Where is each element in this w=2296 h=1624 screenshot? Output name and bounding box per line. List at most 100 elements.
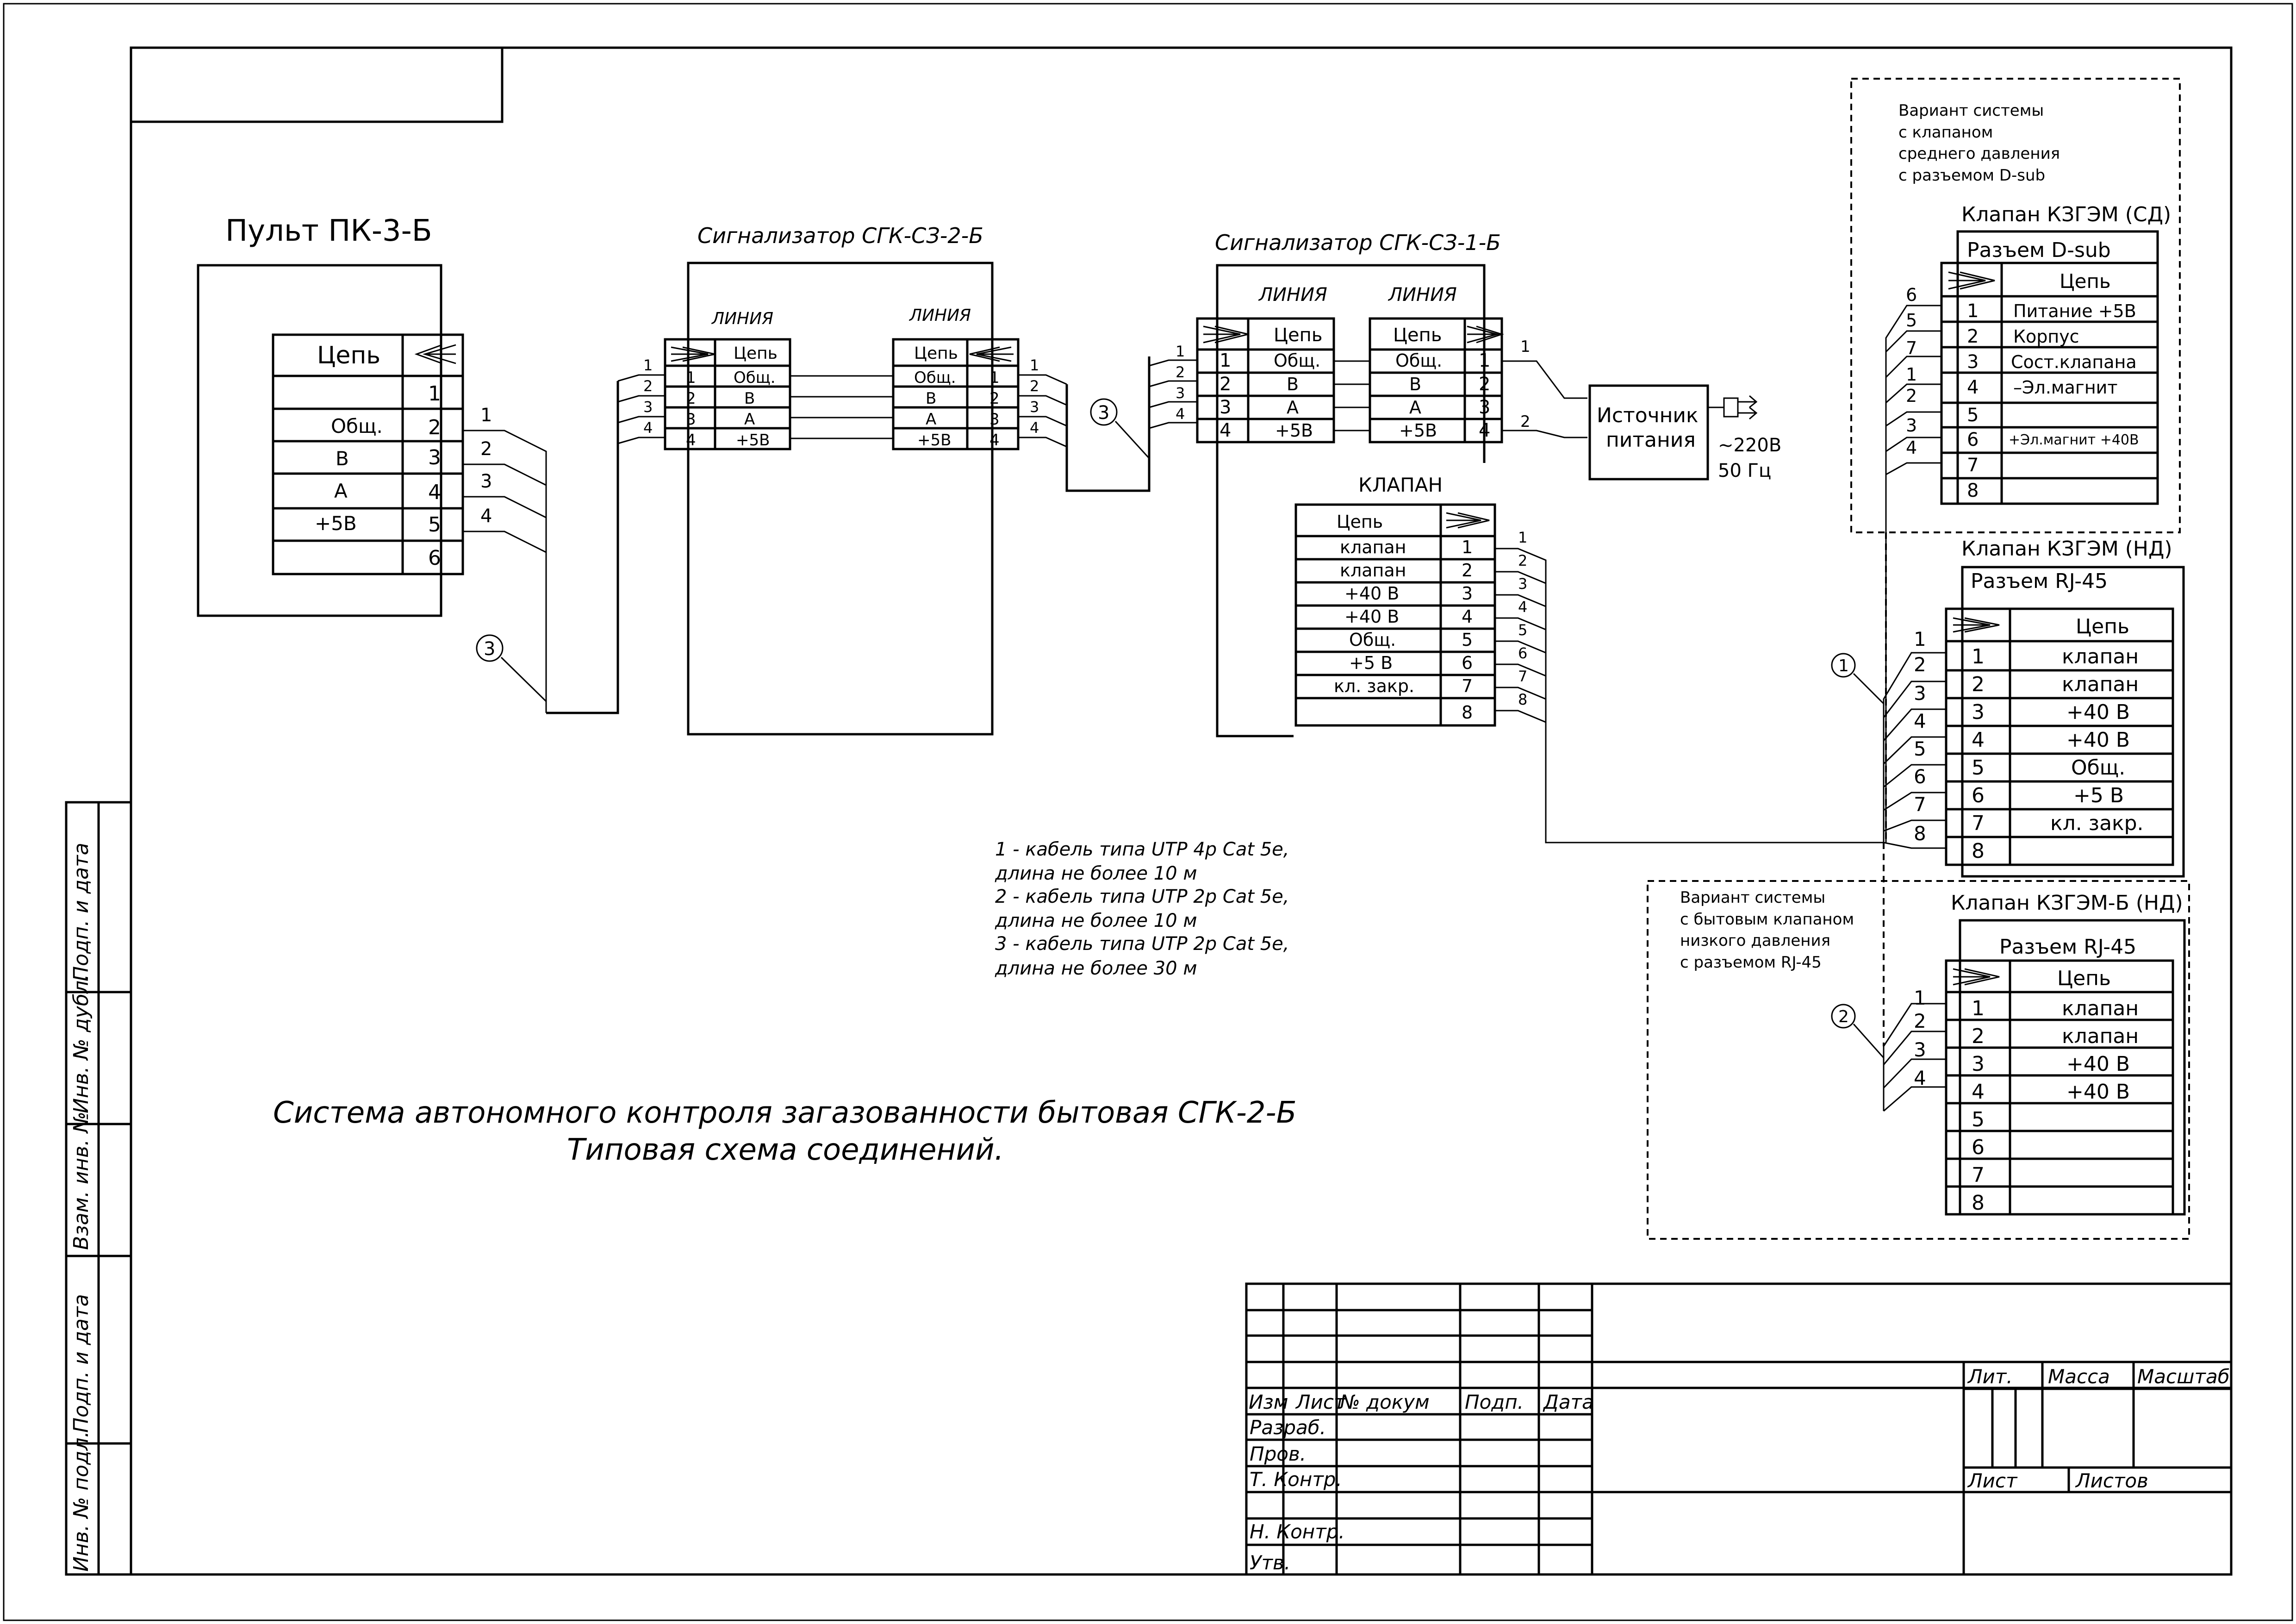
valve-row-circuit: +5 В bbox=[1349, 653, 1393, 673]
tb-role: Утв. bbox=[1250, 1551, 1290, 1574]
sgk31-left-header: Цепь bbox=[1274, 325, 1322, 346]
tb-col-list: Лист bbox=[1295, 1391, 1346, 1413]
sgk32-circuit: В bbox=[926, 389, 936, 408]
variant-sd-connector: Разъем D-sub bbox=[1967, 238, 2111, 262]
variant-sd-circuit: Сост.клапана bbox=[2011, 352, 2137, 372]
variant-ndb-circuit: +40 В bbox=[2066, 1052, 2130, 1076]
valve-row-pin: 2 bbox=[1462, 560, 1473, 581]
panel-pk3b: Пульт ПК-3-Б Цепь 1 2 Общ. 3 В 4 А 5 +5В… bbox=[197, 214, 547, 713]
side-stamp-replace-inv: Взам. инв. № bbox=[69, 1112, 93, 1250]
sgk31-pin: 3 bbox=[1220, 397, 1231, 418]
variant-sd-circuit: Корпус bbox=[2013, 326, 2079, 347]
tb-col-doc: № докум bbox=[1339, 1391, 1430, 1413]
variant-sd-pin: 7 bbox=[1967, 455, 1979, 476]
side-stamp-dup-inv: Инв. № дубл. bbox=[69, 974, 93, 1113]
variant-ndb-connector: Разъем RJ-45 bbox=[1999, 935, 2136, 959]
sgk32-pin: 1 bbox=[686, 369, 696, 387]
sgk31-pin: 3 bbox=[1479, 397, 1490, 418]
valve-row-pin: 3 bbox=[1462, 583, 1473, 604]
variant-sd-note: Вариант системы bbox=[1898, 101, 2044, 120]
sgk31-pin: 4 bbox=[1220, 420, 1231, 441]
variant-sd-box: Вариант системы с клапаном среднего давл… bbox=[1850, 78, 2181, 843]
valve-row-circuit: +40 В bbox=[1344, 606, 1399, 627]
variant-ndb-wire: 4 bbox=[1914, 1067, 1926, 1089]
sgk31-power-wire: 2 bbox=[1520, 412, 1531, 431]
variant-sd-pin: 2 bbox=[1967, 326, 1979, 347]
sgk32-pin: 3 bbox=[989, 410, 1000, 429]
variant-sd-wire: 2 bbox=[1906, 386, 1917, 406]
variant-ndb-pin: 3 bbox=[1972, 1052, 1985, 1076]
note-line: 3 - кабель типа UTP 2p Cat 5e, bbox=[995, 933, 1289, 955]
panel-wire-label: 4 bbox=[480, 506, 492, 527]
sgk31-title: Сигнализатор СГК-СЗ-1-Б bbox=[1215, 230, 1501, 255]
valve-nd-wire: 6 bbox=[1914, 765, 1926, 788]
note-line: длина не более 30 м bbox=[995, 958, 1197, 979]
variant-sd-header: Цепь bbox=[2060, 270, 2111, 293]
variant-ndb-circuit: +40 В bbox=[2066, 1080, 2130, 1104]
variant-sd-title: Клапан КЗГЭМ (СД) bbox=[1961, 203, 2171, 226]
variant-ndb-circuit: клапан bbox=[2062, 997, 2139, 1020]
panel-wire-label: 2 bbox=[480, 438, 492, 460]
cable-mark: 3 bbox=[484, 638, 495, 660]
side-stamp-orig-inv: Инв. № подл. bbox=[69, 1431, 93, 1572]
valve-nd-circuit: +5 В bbox=[2073, 784, 2124, 807]
variant-ndb-pin: 8 bbox=[1972, 1191, 1985, 1215]
variant-ndb-note: Вариант системы bbox=[1680, 888, 1825, 907]
valve-row-pin: 6 bbox=[1462, 653, 1473, 673]
sgk31-valve-header: Цепь bbox=[1337, 512, 1383, 532]
tb-role: Пров. bbox=[1250, 1443, 1306, 1465]
panel-header: Цепь bbox=[317, 342, 380, 369]
note-line: 2 - кабель типа UTP 2p Cat 5e, bbox=[995, 886, 1289, 907]
sgk31-pin: 2 bbox=[1479, 374, 1490, 395]
variant-sd-pin: 1 bbox=[1967, 300, 1979, 322]
valve-row-pin: 1 bbox=[1462, 537, 1473, 557]
mains-plug-icon bbox=[1708, 395, 1758, 420]
variant-ndb-circuit: клапан bbox=[2062, 1024, 2139, 1048]
valve-nd-pin: 4 bbox=[1972, 728, 1985, 752]
panel-row-pin: 6 bbox=[428, 546, 441, 570]
valve-nd-pin: 5 bbox=[1972, 756, 1985, 780]
panel-row-circuit: А bbox=[334, 480, 348, 502]
valve-row-circuit: кл. закр. bbox=[1334, 676, 1414, 696]
sgk32-wire-label: 1 bbox=[643, 356, 653, 374]
power-label-line1: Источник bbox=[1597, 404, 1699, 427]
variant-sd-note: с клапаном bbox=[1898, 123, 1993, 142]
sgk31-circuit: А bbox=[1409, 397, 1421, 418]
valve-row-circuit: клапан bbox=[1340, 537, 1406, 557]
panel-row-pin: 3 bbox=[428, 446, 441, 469]
sgk31-circuit: Общ. bbox=[1274, 350, 1320, 371]
variant-sd-note: среднего давления bbox=[1898, 144, 2060, 163]
sgk31-circuit: +5В bbox=[1399, 420, 1437, 441]
sgk31-valve-label: КЛАПАН bbox=[1358, 474, 1443, 496]
sgk31-left-label: ЛИНИЯ bbox=[1258, 284, 1327, 306]
sgk32-circuit: Общ. bbox=[914, 369, 956, 387]
valve-row-pin: 8 bbox=[1462, 702, 1473, 723]
variant-ndb-note: низкого давления bbox=[1680, 931, 1830, 950]
plug-icon bbox=[1467, 325, 1504, 344]
variant-ndb-pin: 4 bbox=[1972, 1080, 1985, 1104]
panel-title: Пульт ПК-3-Б bbox=[225, 214, 432, 248]
variant-nd-b-box: Вариант системы с бытовым клапаном низко… bbox=[1647, 880, 2190, 1240]
plug-icon bbox=[671, 346, 716, 362]
variant-sd-pin: 8 bbox=[1967, 480, 1979, 501]
sgk32-pin: 3 bbox=[686, 410, 696, 429]
valve-row-circuit: клапан bbox=[1340, 560, 1406, 581]
valve-nd-pin: 8 bbox=[1972, 839, 1985, 863]
corner-stamp-box bbox=[130, 46, 504, 123]
variant-ndb-note: с разъемом RJ-45 bbox=[1680, 953, 1822, 972]
cable-mark: 3 bbox=[1098, 402, 1109, 424]
variant-ndb-header: Цепь bbox=[2057, 967, 2111, 990]
valve-nd-title: Клапан КЗГЭМ (НД) bbox=[1961, 537, 2172, 561]
sgk31-pin: 2 bbox=[1220, 374, 1231, 395]
valve-nd-pin: 2 bbox=[1972, 673, 1985, 696]
note-line: длина не более 10 м bbox=[995, 863, 1197, 884]
sgk32-title: Сигнализатор СГК-СЗ-2-Б bbox=[697, 223, 983, 248]
variant-sd-pin: 5 bbox=[1967, 405, 1979, 426]
sgk31-wire-label: 4 bbox=[1176, 405, 1185, 423]
sgk31-wire-label: 1 bbox=[1176, 343, 1185, 360]
sgk31-circuit: А bbox=[1287, 397, 1299, 418]
valve-nd-pin: 7 bbox=[1972, 812, 1985, 835]
sgk32-wire-label: 4 bbox=[1030, 419, 1039, 437]
sgk31-circuit: В bbox=[1287, 374, 1299, 394]
sgk31-wire-label: 2 bbox=[1176, 363, 1185, 381]
